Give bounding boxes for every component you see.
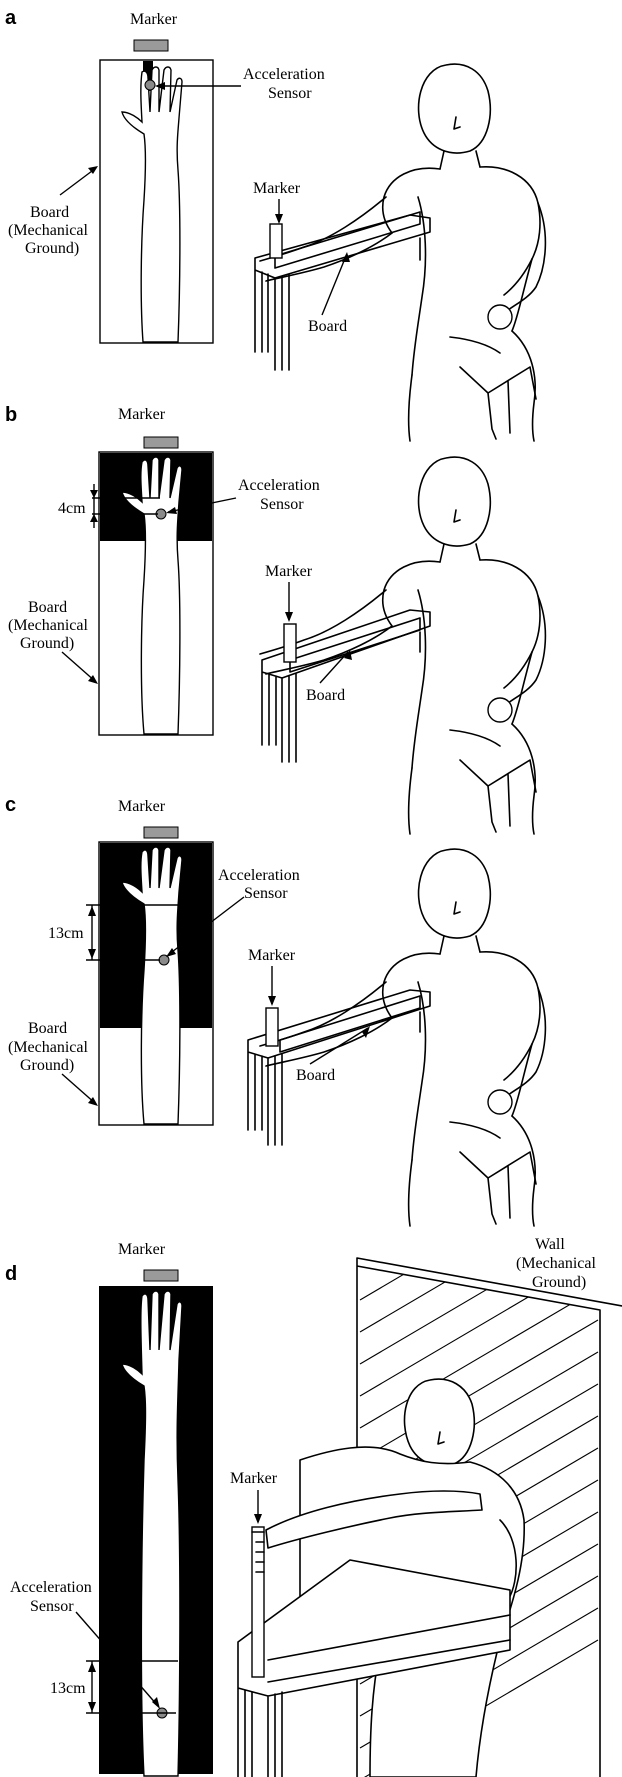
- panel-c-marker-label: Marker: [118, 798, 166, 815]
- panel-d-marker-block: [144, 1270, 178, 1281]
- panel-b-board-label-2: (Mechanical: [8, 617, 89, 634]
- panel-b-side-marker-label: Marker: [265, 563, 313, 580]
- panel-b-dimension-label: 4cm: [58, 500, 86, 517]
- panel-c-board-label-3: Ground): [20, 1057, 74, 1074]
- panel-b: b Marker 4cm Acceleration Sensor Board (…: [5, 404, 545, 834]
- panel-d-wall-label-1: Wall: [535, 1236, 565, 1253]
- panel-a-sensor-label-1: Acceleration: [243, 66, 325, 83]
- panel-d-marker-label: Marker: [118, 1241, 166, 1258]
- panel-b-side-marker: [284, 624, 296, 662]
- panel-d-wall-label-3: Ground): [532, 1274, 586, 1291]
- panel-c-board-side-label: Board: [296, 1067, 335, 1084]
- panel-a-label: a: [5, 7, 17, 29]
- panel-c-dimension-label: 13cm: [48, 925, 84, 942]
- panel-d-sensor-label-2: Sensor: [30, 1598, 74, 1615]
- panel-a-sensor-label-2: Sensor: [268, 85, 312, 102]
- panel-a: a Marker Acceleration Sensor Board (Mech…: [5, 7, 545, 441]
- panel-b-marker-block: [144, 437, 178, 448]
- panel-b-sensor-label-2: Sensor: [260, 496, 304, 513]
- panel-d-label: d: [5, 1263, 17, 1285]
- panel-c-board-label-1: Board: [28, 1020, 67, 1037]
- panel-a-board-label-3: Ground): [25, 240, 79, 257]
- panel-a-marker-label: Marker: [130, 11, 178, 28]
- panel-a-board-side-label: Board: [308, 318, 347, 335]
- panel-b-board-side-label: Board: [306, 687, 345, 704]
- panel-c-marker-block: [144, 827, 178, 838]
- panel-a-sensor: [145, 80, 155, 90]
- panel-b-marker-label: Marker: [118, 406, 166, 423]
- panel-b-board-label-3: Ground): [20, 635, 74, 652]
- panel-d-side-marker-label: Marker: [230, 1470, 278, 1487]
- panel-a-board-label-1: Board: [30, 204, 69, 221]
- panel-c-board-label-2: (Mechanical: [8, 1039, 89, 1056]
- panel-d-side-marker: [252, 1527, 264, 1677]
- panel-c-sensor-label-2: Sensor: [244, 885, 288, 902]
- panel-b-board-label-1: Board: [28, 599, 67, 616]
- wall-hatch-line: [360, 1320, 598, 1460]
- panel-d-wall-label-2: (Mechanical: [516, 1255, 597, 1272]
- panel-c: c Marker 13cm Acceleration Sensor Board …: [5, 794, 545, 1226]
- panel-d: d Marker 13cm Acceleration Sensor Wall (…: [5, 1160, 622, 1777]
- panel-b-sensor-label-1: Acceleration: [238, 477, 320, 494]
- panel-a-board-label-2: (Mechanical: [8, 222, 89, 239]
- panel-c-sensor-label-1: Acceleration: [218, 867, 300, 884]
- panel-a-marker-block: [134, 40, 168, 51]
- panel-c-side-marker: [266, 1008, 278, 1046]
- panel-d-sensor-label-1: Acceleration: [10, 1579, 92, 1596]
- wall-hatch-line: [360, 1288, 598, 1428]
- panel-a-side-marker-label: Marker: [253, 180, 301, 197]
- panel-d-dimension-label: 13cm: [50, 1680, 86, 1697]
- panel-b-label: b: [5, 404, 17, 426]
- panel-c-label: c: [5, 794, 16, 816]
- panel-c-side-marker-label: Marker: [248, 947, 296, 964]
- panel-a-side-marker: [270, 224, 282, 258]
